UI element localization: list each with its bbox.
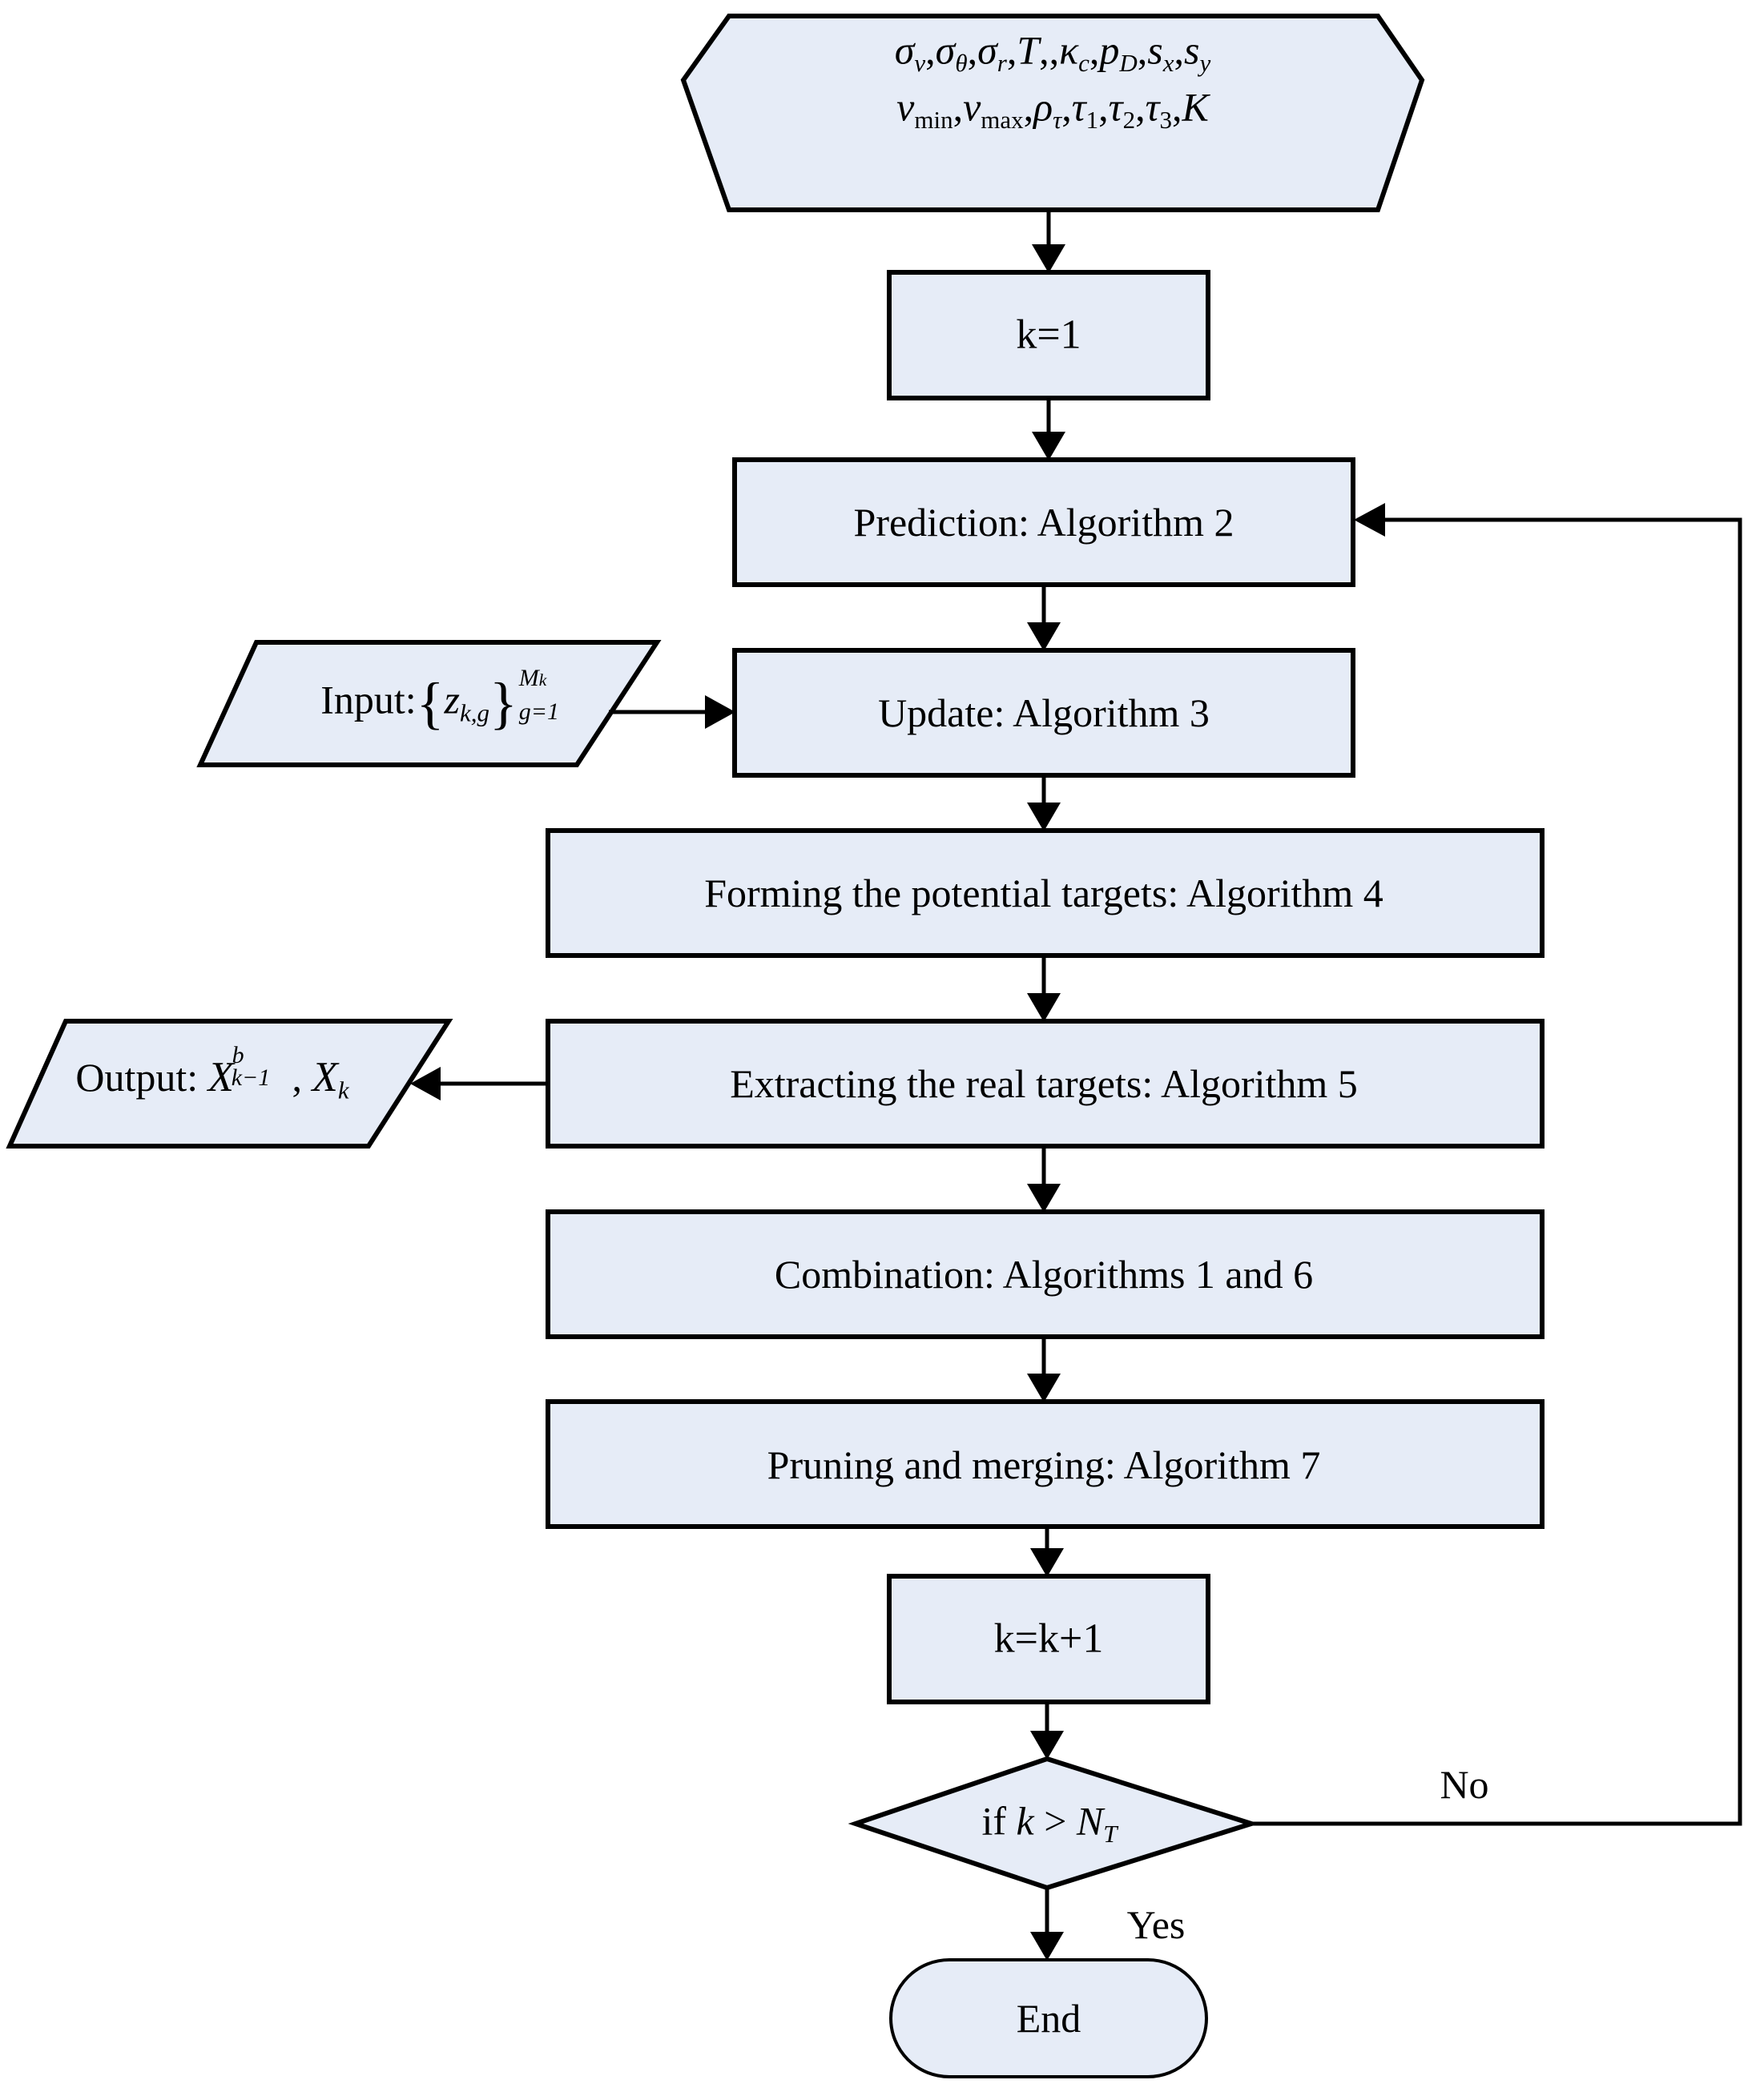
node-decision — [856, 1759, 1251, 1888]
node-parameters-hexagon — [683, 16, 1422, 210]
node-output — [10, 1021, 449, 1146]
node-prediction — [735, 460, 1353, 585]
node-pruning — [548, 1402, 1542, 1527]
node-init — [889, 272, 1208, 398]
edge-decision-to-prediction-no — [1251, 517, 1742, 1826]
node-forming — [548, 831, 1542, 955]
node-input — [200, 642, 657, 765]
node-end — [891, 1960, 1206, 2077]
node-extracting — [548, 1021, 1542, 1146]
node-combination — [548, 1212, 1542, 1337]
node-update — [735, 650, 1353, 775]
node-increment — [889, 1576, 1208, 1702]
